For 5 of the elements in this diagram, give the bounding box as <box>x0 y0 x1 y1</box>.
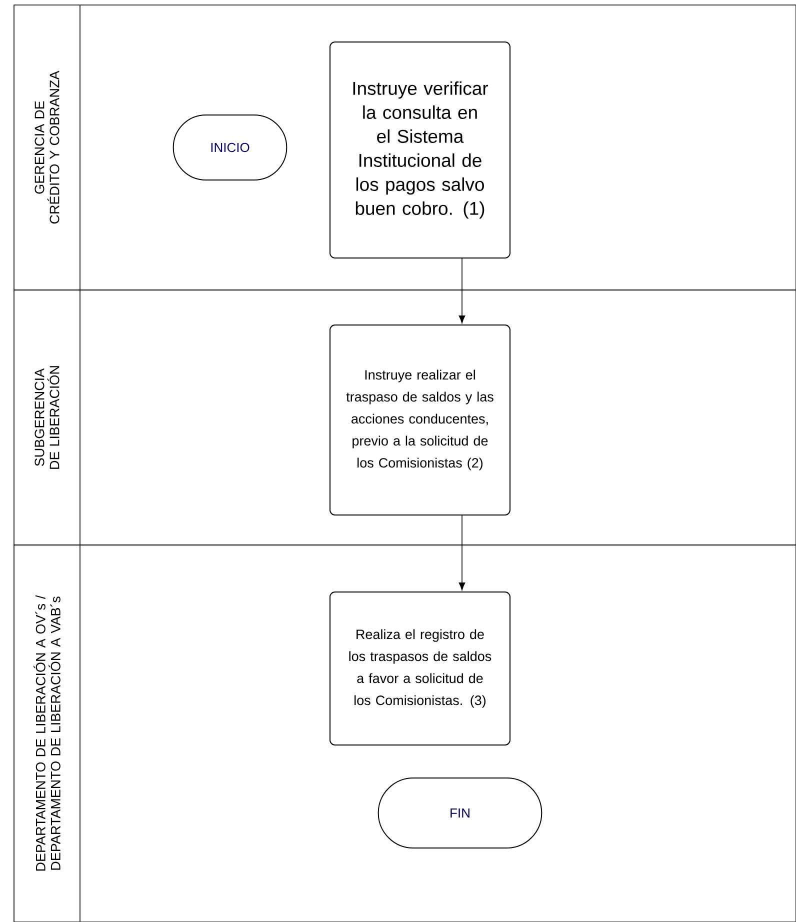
process-box: Instruye verificar la consulta en el Sistema Institucional de los pagos salvo buen cobro. (1) <box>330 42 510 258</box>
arrow <box>458 258 466 324</box>
process-box: Instruye realizar el traspaso de saldos y las acciones conducentes, previo a la solicitud de los Comisionistas (2) <box>330 324 510 516</box>
arrow <box>458 515 466 590</box>
process-box: Realiza el registro de los traspasos de saldos a favor a solicitud de los Comisionistas. (3) <box>330 592 510 746</box>
